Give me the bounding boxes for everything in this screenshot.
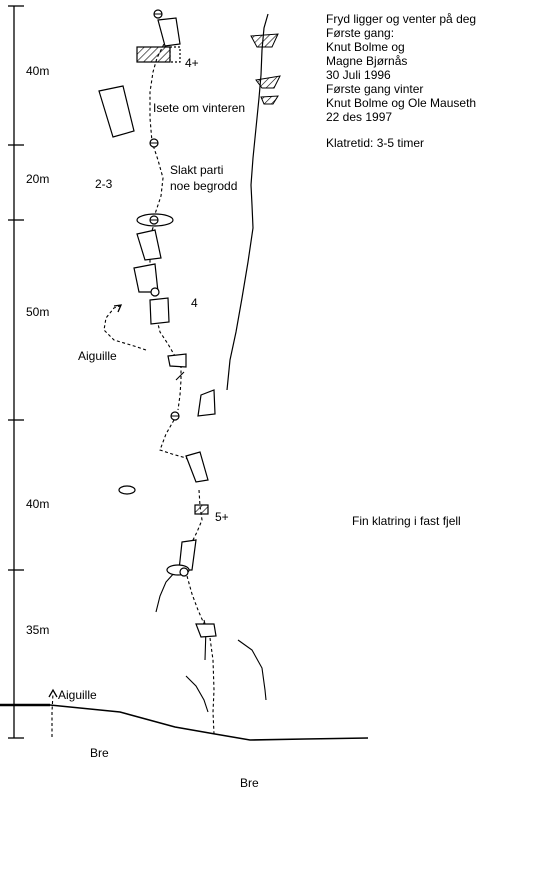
right-crack-system: [226, 13, 269, 391]
scale-label-pitch-3: 50m: [26, 305, 50, 319]
scale-label-pitch-2: 20m: [26, 172, 50, 186]
arrow-markers: [48, 304, 123, 698]
note-aiguille-bottom: Aiguille: [58, 688, 97, 702]
note-overgrown: noe begrodd: [170, 179, 238, 193]
note-ice-in-winter: Isete om vinteren: [153, 101, 246, 115]
lower-cracks: [155, 371, 267, 713]
winter-ascent-date: 22 des 1997: [326, 110, 393, 124]
first-ascent-climber-2: Magne Bjørnås: [326, 54, 408, 68]
first-ascent-climber-1: Knut Bolme og: [326, 40, 405, 54]
climb-time: Klatretid: 3-5 timer: [326, 136, 425, 150]
route-info: Fryd ligger og venter på deg Første gang…: [326, 12, 476, 150]
first-ascent-date: 30 Juli 1996: [326, 68, 391, 82]
note-slack-section: Slakt parti: [170, 163, 224, 177]
glacier-ground-line: [0, 703, 369, 741]
grade-pitch-1: 4+: [185, 56, 199, 70]
grade-pitch-4: 5+: [215, 510, 229, 524]
grade-pitch-2: 2-3: [95, 177, 113, 191]
scale-label-pitch-5: 35m: [26, 623, 50, 637]
station-marks: [150, 13, 179, 417]
winter-ascent-climbers: Knut Bolme og Ole Mauseth: [326, 96, 477, 110]
note-glacier-bottom: Bre: [240, 776, 259, 790]
route-tagline: Fryd ligger og venter på deg: [326, 12, 477, 26]
rock-blocks: [98, 17, 217, 638]
hatched-roofs: [250, 33, 281, 105]
winter-ascent-heading: Første gang vinter: [326, 82, 424, 96]
belay-stations: [149, 9, 189, 577]
scale-label-pitch-1: 40m: [26, 64, 50, 78]
first-ascent-heading: Første gang:: [326, 26, 395, 40]
pitch-scale-bar: [8, 5, 24, 739]
note-fine-climbing: Fin klatring i fast fjell: [352, 514, 461, 528]
route-line: [51, 33, 215, 737]
scale-label-pitch-4: 40m: [26, 497, 50, 511]
note-aiguille-mid: Aiguille: [78, 349, 117, 363]
aiguille-approach: [103, 305, 147, 351]
note-glacier-left: Bre: [90, 746, 109, 760]
grade-pitch-3: 4: [191, 296, 198, 310]
